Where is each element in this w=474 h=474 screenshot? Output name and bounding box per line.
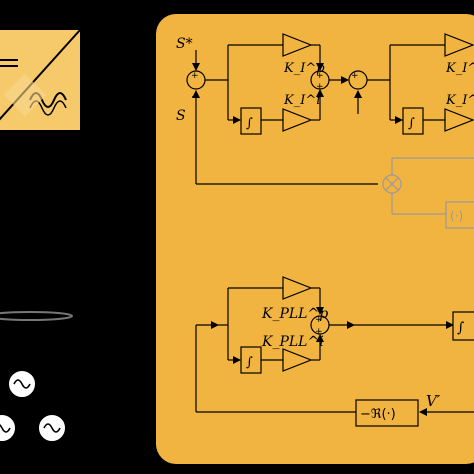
current-gain-i-2: K_I^i [445, 93, 474, 108]
measured-label: S [176, 108, 186, 124]
current-integrator-2: ∫ [408, 116, 415, 131]
current-loop [186, 33, 474, 185]
current-integrator: ∫ [246, 116, 253, 131]
current-gain-i: K_I^i [283, 93, 320, 108]
ac-source-icon [37, 413, 67, 443]
sum3-minus-sign: − [354, 91, 363, 104]
ac-source-icon [0, 413, 17, 443]
sum2-plus-sign: + [316, 71, 324, 81]
current-gain-p-2: K_I^p [445, 61, 474, 76]
pll-output-integrator: ∫ [457, 320, 464, 336]
pll-sum-plus-2: + [315, 327, 323, 337]
setpoint-label: S* [176, 36, 193, 52]
pll-feedback-block-label: −ℜ(·) [360, 407, 396, 422]
sum1-minus-sign: − [191, 90, 200, 103]
current-gain-p: K_I^p [283, 61, 325, 76]
pll-gain-i: K_PLL^i [261, 334, 324, 350]
control-panel [156, 14, 474, 464]
sum1-plus-sign: + [191, 71, 199, 81]
pll-sum-plus: + [315, 315, 323, 325]
pll-integrator: ∫ [246, 355, 253, 370]
pll-loop [195, 276, 474, 427]
inverter-icon [0, 29, 81, 130]
sum2-plus-sign-2: + [316, 82, 324, 92]
ac-source-icon [7, 369, 37, 399]
voltage-label: V′ [426, 392, 441, 410]
bus-ring-icon [0, 311, 73, 321]
feedforward-function-label: (·) [450, 209, 463, 223]
sum3-plus-sign: + [351, 71, 359, 81]
pll-gain-p: K_PLL^p [261, 306, 328, 322]
feedforward-path [382, 157, 474, 229]
